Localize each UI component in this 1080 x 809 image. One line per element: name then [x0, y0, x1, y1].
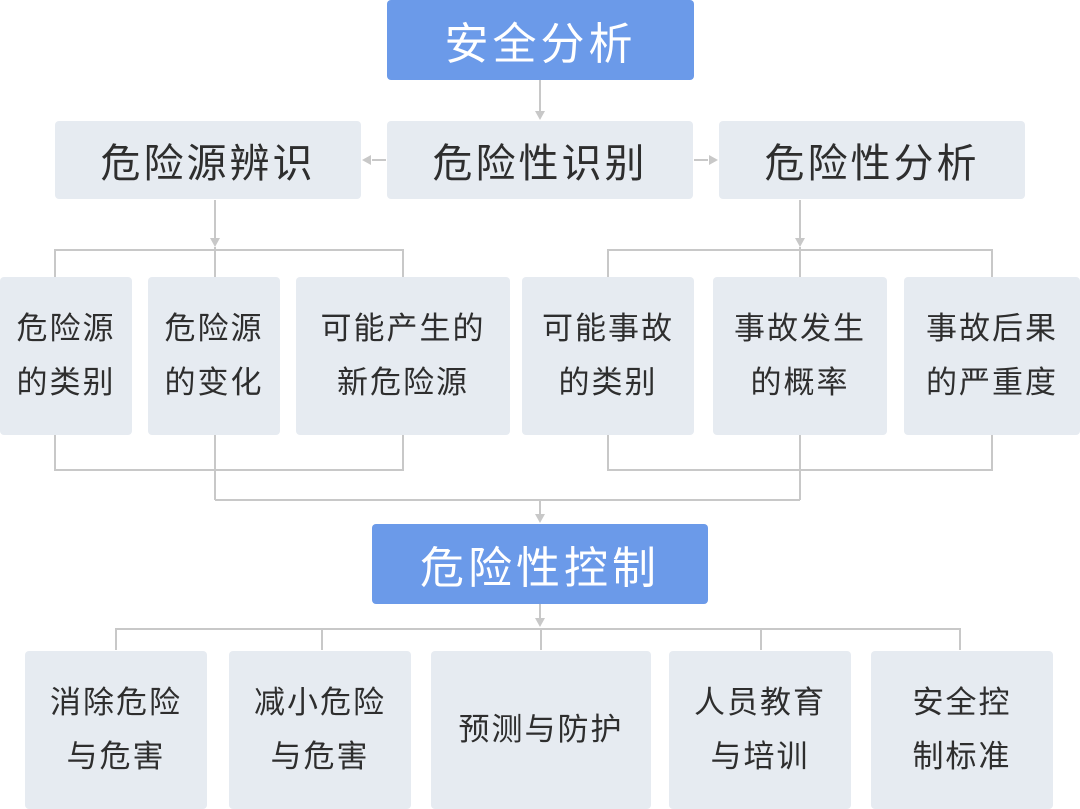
hazard-recognition-label: 危险性识别 [432, 141, 648, 187]
item-line: 事故发生 [734, 311, 866, 347]
hazard-control-title: 危险性控制 [372, 524, 708, 604]
control-item: 消除危险 与危害 [25, 651, 207, 809]
arrow-left-icon [362, 155, 371, 165]
identification-item: 危险源 的变化 [148, 277, 280, 435]
safety-analysis-label: 安全分析 [444, 19, 637, 70]
item-line: 新危险源 [337, 365, 469, 401]
item-line: 预测与防护 [458, 712, 624, 748]
analysis-item: 可能事故 的类别 [522, 277, 694, 435]
item-line: 的严重度 [926, 365, 1058, 401]
item-line: 事故后果 [926, 311, 1058, 347]
item-line: 危险源 [164, 311, 264, 347]
arrow-down-icon [795, 238, 805, 247]
arrow-down-icon [535, 514, 545, 523]
item-line: 人员教育 [694, 685, 826, 721]
hazard-analysis-label: 危险性分析 [764, 141, 980, 187]
identification-item: 危险源 的类别 [0, 277, 132, 435]
item-line: 消除危险 [50, 685, 182, 721]
connector-right-bracket [607, 247, 993, 277]
control-item: 人员教育 与培训 [669, 651, 851, 809]
safety-analysis-title: 安全分析 [387, 0, 694, 80]
item-line: 安全控 [912, 685, 1012, 721]
connector-merge-horizontal [215, 499, 800, 514]
item-line: 的类别 [16, 365, 116, 401]
analysis-item: 事故后果 的严重度 [904, 277, 1080, 435]
item-line: 减小危险 [254, 685, 386, 721]
item-line: 的概率 [750, 365, 850, 401]
item-line: 与危害 [66, 739, 166, 775]
item-line: 与培训 [710, 739, 810, 775]
item-line: 制标准 [912, 739, 1012, 775]
arrow-down-icon [210, 238, 220, 247]
hazard-source-identification-label: 危险源辨识 [100, 141, 316, 187]
hazard-analysis: 危险性分析 [719, 121, 1025, 199]
connector-left-bracket [54, 247, 404, 277]
hazard-source-identification: 危险源辨识 [55, 121, 361, 199]
hazard-control-label: 危险性控制 [420, 543, 660, 594]
analysis-item: 事故发生 的概率 [713, 277, 887, 435]
item-line: 与危害 [270, 739, 370, 775]
item-line: 危险源 [16, 311, 116, 347]
item-line: 的变化 [164, 365, 264, 401]
arrow-down-icon [535, 111, 545, 120]
connector-control-bracket [115, 628, 961, 650]
control-item: 预测与防护 [431, 651, 651, 809]
item-line: 可能事故 [542, 311, 674, 347]
identification-item: 可能产生的 新危险源 [296, 277, 510, 435]
connector-left-merge [54, 435, 404, 500]
item-line: 可能产生的 [320, 311, 486, 347]
control-item: 安全控 制标准 [871, 651, 1053, 809]
hazard-recognition: 危险性识别 [387, 121, 693, 199]
control-item: 减小危险 与危害 [229, 651, 411, 809]
arrow-right-icon [709, 155, 718, 165]
connector-right-merge [607, 435, 993, 500]
item-line: 的类别 [558, 365, 658, 401]
arrow-down-icon [535, 618, 545, 627]
